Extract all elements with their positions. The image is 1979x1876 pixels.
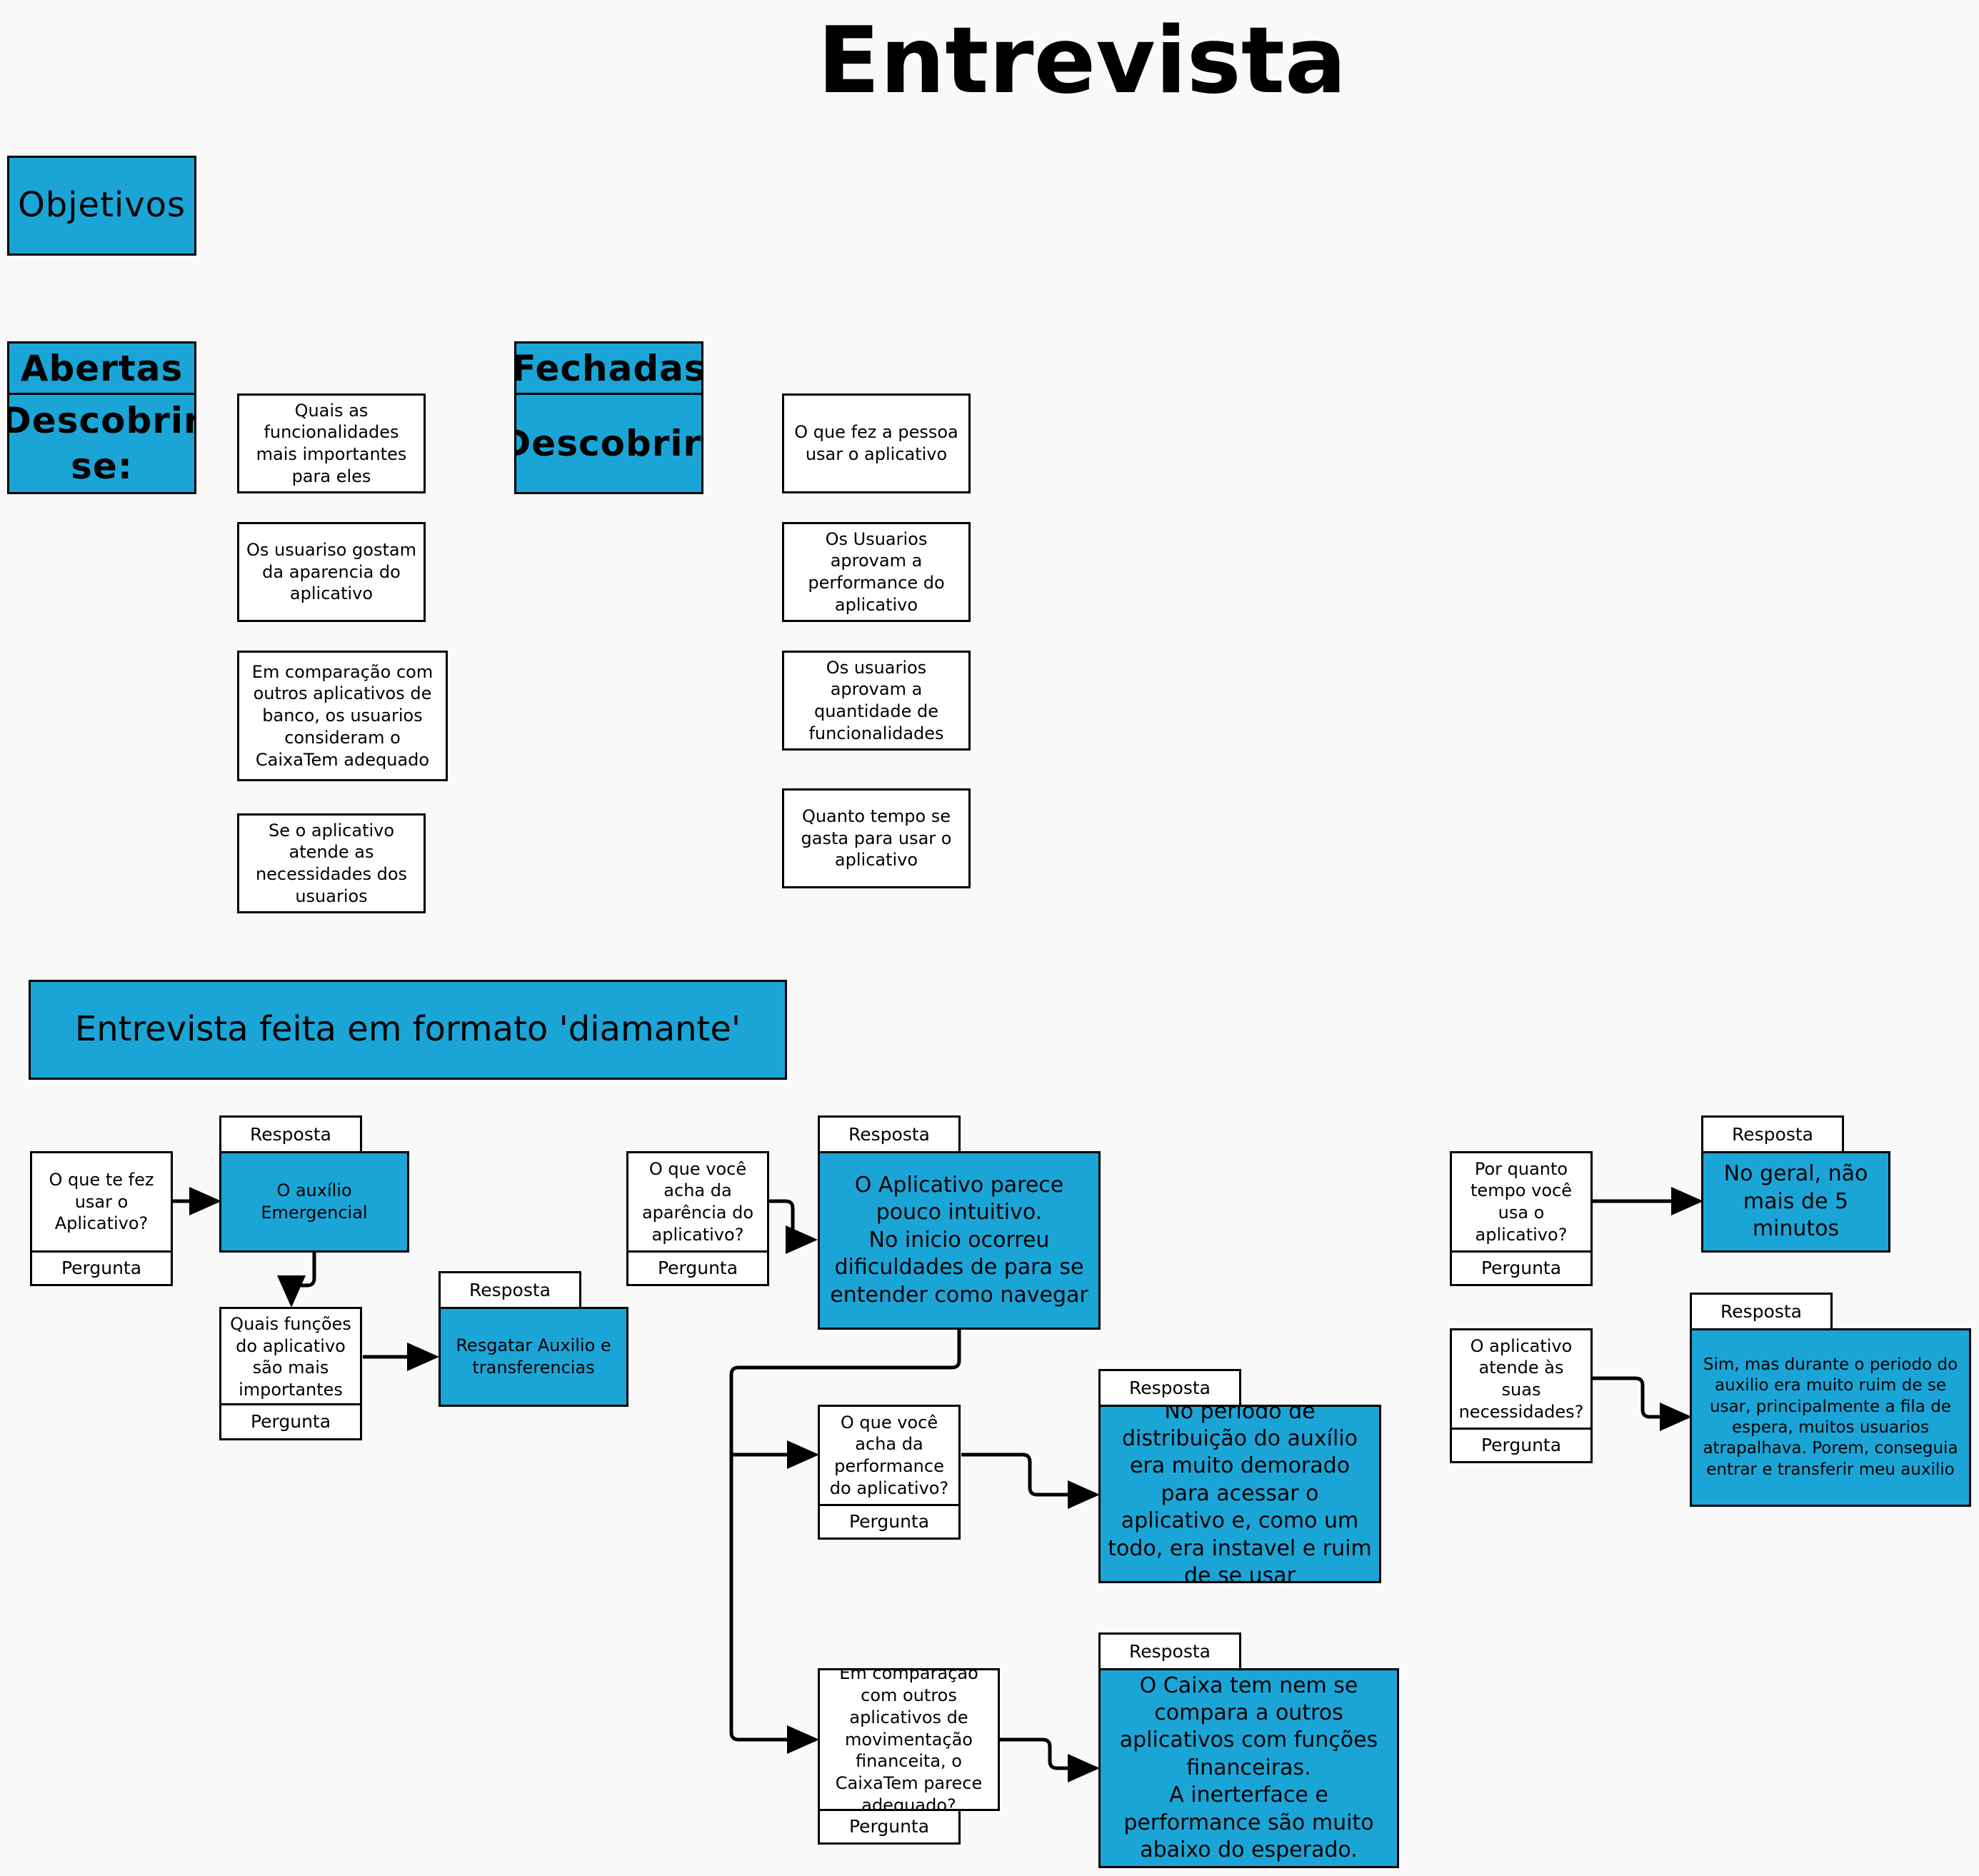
question-box: O que te fez usar o Aplicativo? (30, 1151, 173, 1253)
answer-box: No periodo de distribuição do auxílio er… (1098, 1405, 1381, 1583)
pergunta-label: Pergunta (219, 1403, 362, 1440)
question-box: O que você acha da performance do aplica… (818, 1405, 961, 1506)
pergunta-label: Pergunta (626, 1250, 769, 1286)
resposta-label: Resposta (439, 1271, 581, 1309)
answer-box: Sim, mas durante o periodo do auxilio er… (1690, 1328, 1971, 1507)
fechadas-item: Quanto tempo se gasta para usar o aplica… (782, 788, 971, 888)
pergunta-label: Pergunta (1450, 1428, 1593, 1463)
page-title: Entrevista (817, 7, 1347, 114)
pergunta-label: Pergunta (1450, 1250, 1593, 1286)
resposta-label: Resposta (1098, 1369, 1241, 1407)
fechadas-subheader: Descobrir: (514, 393, 703, 494)
fechadas-item: Os usuarios aprovam a quantidade de func… (782, 651, 971, 751)
question-box: Em comparação com outros aplicativos de … (818, 1668, 1000, 1811)
question-box: O aplicativo atende às suas necessidades… (1450, 1328, 1593, 1430)
abertas-header: Abertas (7, 341, 196, 395)
pergunta-label: Pergunta (818, 1809, 961, 1845)
abertas-item: Os usuariso gostam da aparencia do aplic… (237, 522, 426, 622)
pergunta-label: Pergunta (30, 1250, 173, 1286)
abertas-subheader: Descobrir se: (7, 393, 196, 494)
abertas-item: Em comparação com outros aplicativos de … (237, 651, 448, 781)
resposta-label: Resposta (219, 1115, 362, 1153)
answer-box: Resgatar Auxilio e transferencias (439, 1307, 628, 1407)
abertas-item: Se o aplicativo atende as necessidades d… (237, 813, 426, 913)
fechadas-item: O que fez a pessoa usar o aplicativo (782, 393, 971, 493)
question-box: Por quanto tempo você usa o aplicativo? (1450, 1151, 1593, 1253)
answer-box: O Caixa tem nem se compara a outros apli… (1098, 1668, 1399, 1868)
objetivos-box: Objetivos (7, 156, 196, 256)
pergunta-label: Pergunta (818, 1504, 961, 1540)
abertas-item: Quais as funcionalidades mais importante… (237, 393, 426, 493)
resposta-label: Resposta (1701, 1115, 1844, 1153)
resposta-label: Resposta (818, 1115, 961, 1153)
diamante-banner: Entrevista feita em formato 'diamante' (29, 980, 787, 1080)
answer-box: No geral, não mais de 5 minutos (1701, 1151, 1890, 1253)
answer-box: O Aplicativo parece pouco intuitivo. No … (818, 1151, 1101, 1330)
resposta-label: Resposta (1690, 1293, 1833, 1330)
answer-box: O auxílio Emergencial (219, 1151, 409, 1253)
question-box: O que você acha da aparência do aplicati… (626, 1151, 769, 1253)
fechadas-item: Os Usuarios aprovam a performance do apl… (782, 522, 971, 622)
fechadas-header: Fechadas (514, 341, 703, 395)
resposta-label: Resposta (1098, 1632, 1241, 1670)
question-box: Quais funções do aplicativo são mais imp… (219, 1307, 362, 1405)
